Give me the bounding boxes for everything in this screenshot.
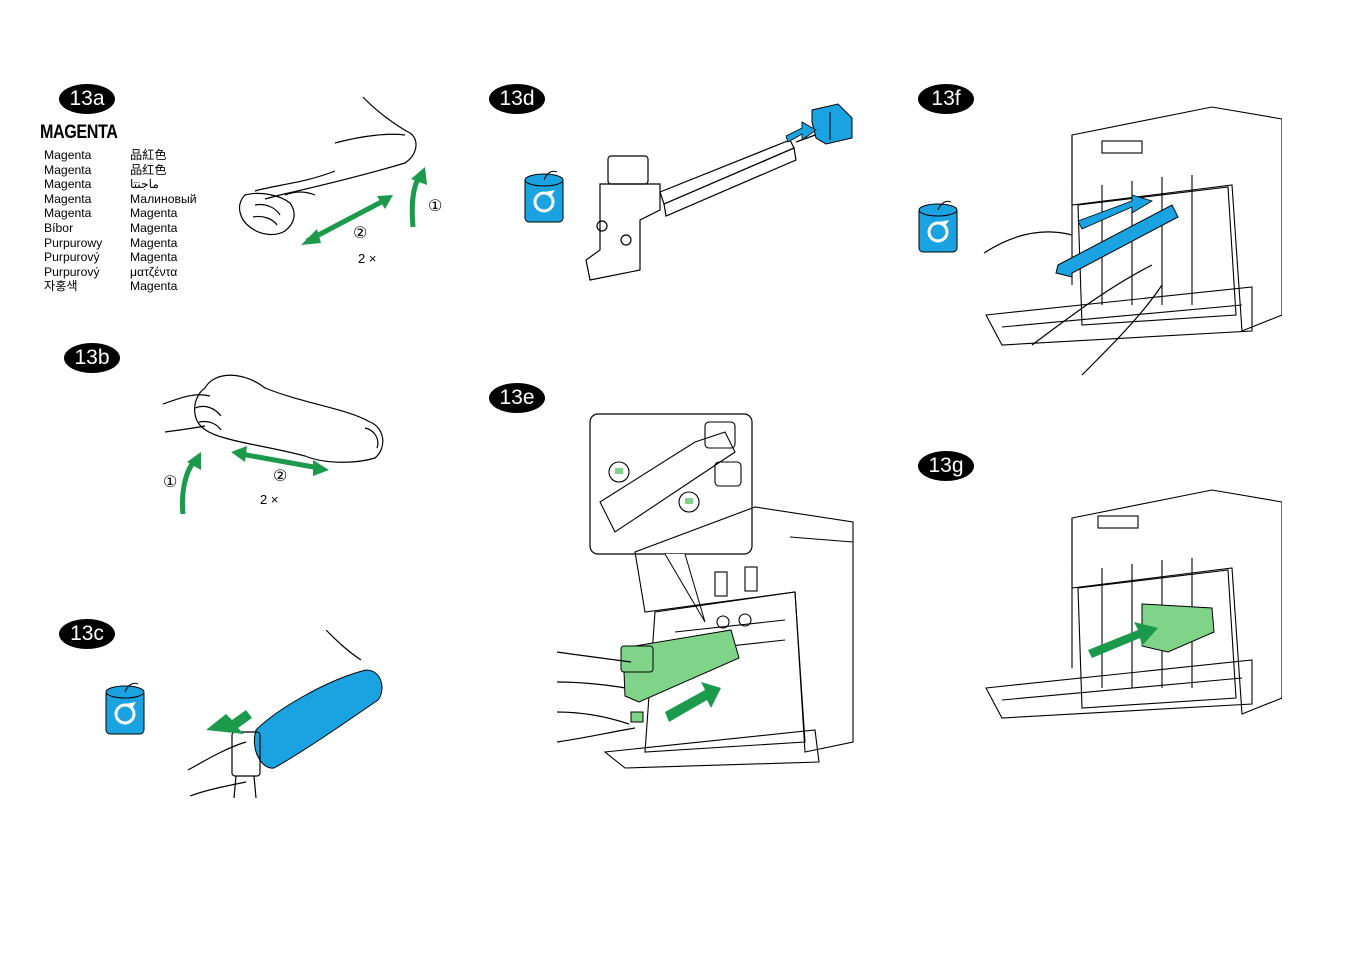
shake-arrow-icon [231, 446, 329, 476]
push-arrow-icon [785, 121, 817, 143]
color-names-left: Magenta Magenta Magenta Magenta Magenta … [44, 148, 102, 294]
step-badge-13b: 13b [64, 343, 120, 373]
step-number-1: ① [428, 198, 443, 215]
color-name: Purpurowy [44, 235, 103, 250]
color-name: Magenta [44, 162, 92, 177]
step-badge-13g: 13g [918, 451, 974, 481]
shake-arrow-icon [301, 195, 393, 245]
color-name: Bíbor [44, 220, 74, 235]
shake-cartridge-illustration-b [162, 374, 384, 515]
color-name: Magenta [130, 250, 178, 265]
color-name: Magenta [130, 235, 178, 250]
lift-arrow-icon [180, 452, 201, 515]
shake-cartridge-illustration-a [238, 96, 427, 245]
step-badge-13c: 13c [59, 619, 115, 649]
color-name: Magenta [130, 206, 178, 221]
color-name: Magenta [130, 220, 178, 235]
color-name: Magenta [44, 191, 92, 206]
color-name: Magenta [44, 206, 92, 221]
color-name: Purpurový [44, 264, 100, 279]
color-name: ματζέντα [130, 264, 178, 279]
color-name: Purpurový [44, 250, 100, 265]
step-badge-13d: 13d [489, 84, 545, 114]
remove-cover-printer-illustration [983, 106, 1282, 376]
pull-arrow-icon [1077, 194, 1153, 230]
reinsert-printer-illustration [985, 489, 1282, 719]
drum-cartridge-illustration [585, 103, 853, 281]
recycle-bag-icon [918, 200, 958, 253]
zoom-callout [589, 413, 753, 555]
step-badge-13f: 13f [918, 84, 974, 114]
color-name: Малиновый [130, 191, 197, 206]
recycle-bag-icon [524, 170, 564, 223]
color-name: Magenta [130, 279, 178, 294]
color-name: 자홍색 [44, 279, 78, 294]
insert-cartridge-illustration [556, 413, 854, 769]
remove-sleeve-illustration [187, 630, 383, 799]
protective-cover [811, 103, 853, 145]
repeat-count-label: 2 × [358, 251, 377, 266]
color-title: MAGENTA [40, 122, 118, 143]
recycle-bag-icon [105, 682, 145, 735]
insert-arrow-icon [665, 682, 721, 722]
repeat-count-label: 2 × [260, 492, 279, 507]
step-number-1: ① [163, 474, 178, 491]
step-number-2: ② [353, 225, 368, 242]
pull-arrow-icon [206, 710, 252, 734]
color-names-right: 品紅色 品红色 ماجنتا Малиновый Magenta Magenta… [130, 148, 197, 294]
lift-arrow-icon [409, 167, 427, 228]
color-name: Magenta [44, 177, 92, 192]
color-name: 品紅色 [130, 148, 167, 162]
insert-arrow-icon [1088, 622, 1158, 658]
step-number-2: ② [273, 468, 288, 485]
step-badge-13a: 13a [59, 84, 115, 114]
cleaning-rod [1055, 204, 1179, 278]
color-name: Magenta [44, 148, 92, 162]
step-badge-13e: 13e [489, 383, 545, 413]
color-name: ماجنتا [130, 177, 159, 192]
color-name: 品红色 [130, 162, 167, 177]
